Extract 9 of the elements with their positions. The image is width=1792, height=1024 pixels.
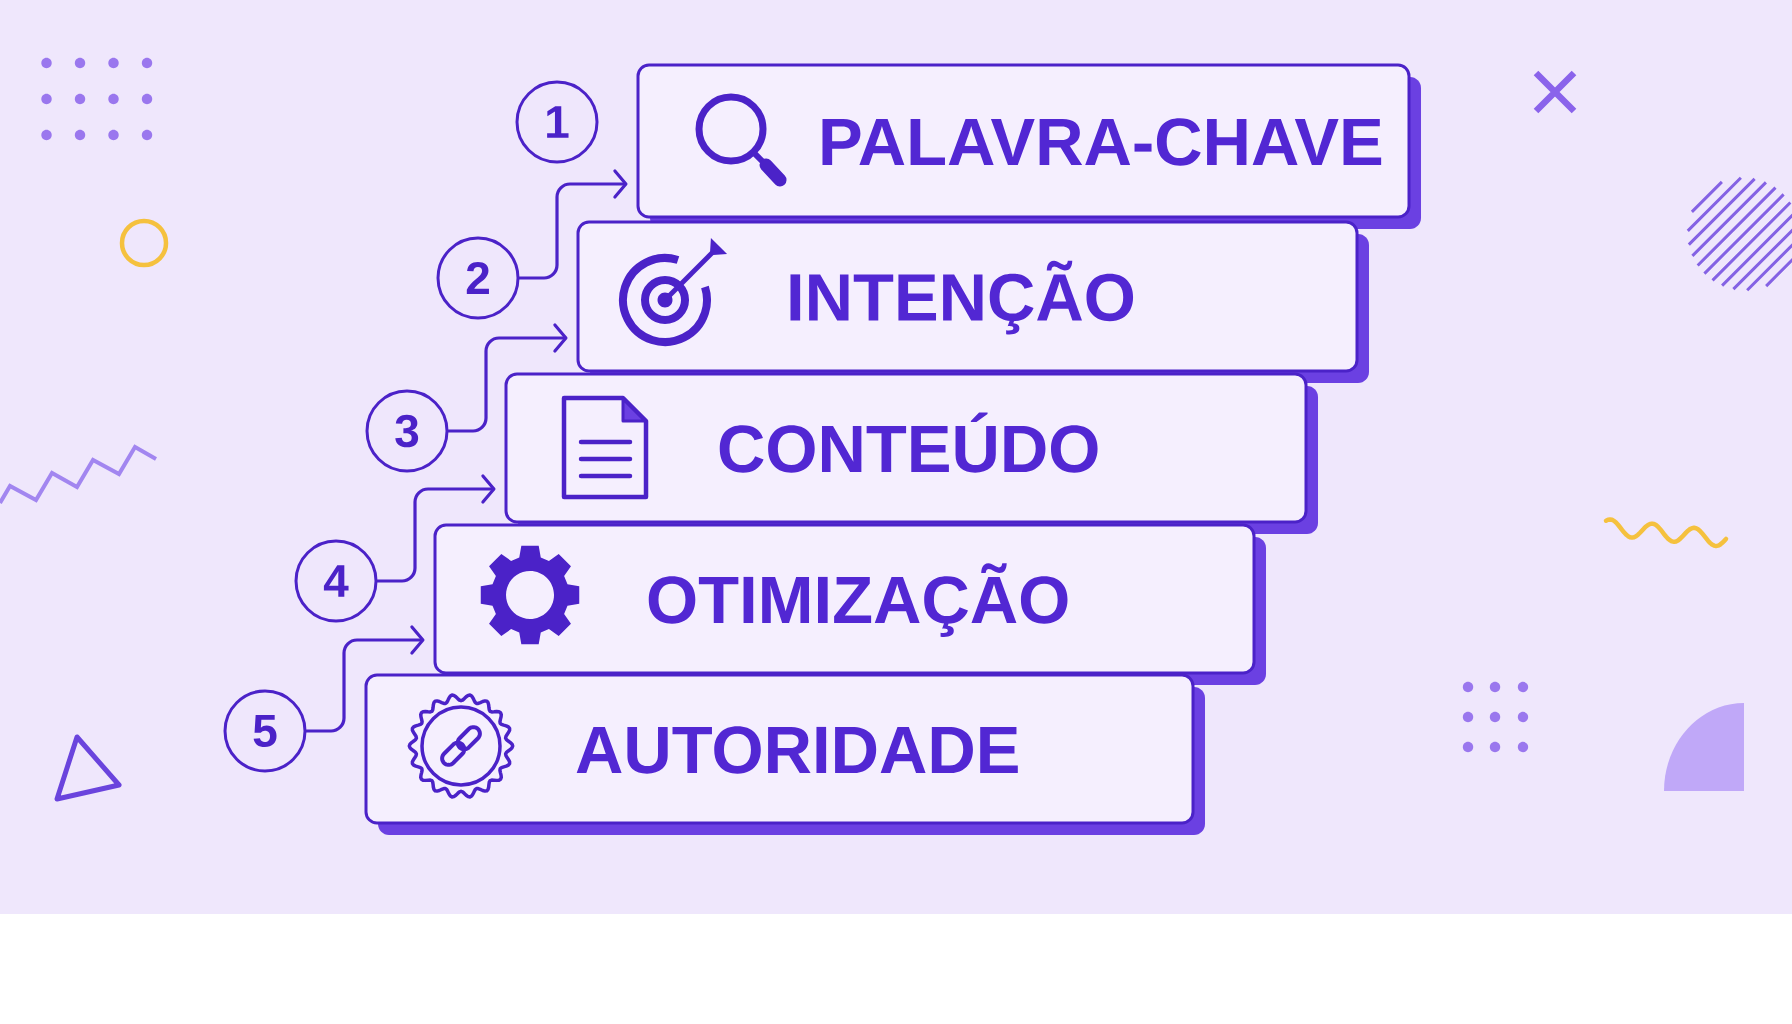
step-box: AUTORIDADE [364, 673, 1205, 835]
step-box: INTENÇÃO [576, 220, 1369, 383]
arrow [517, 169, 628, 280]
arrow [304, 625, 425, 733]
arrow [446, 323, 568, 433]
step-box: OTIMIZAÇÃO [433, 523, 1266, 685]
step-box: CONTEÚDO [504, 372, 1318, 534]
arrow [375, 474, 496, 583]
step-box: PALAVRA-CHAVE [636, 63, 1421, 229]
